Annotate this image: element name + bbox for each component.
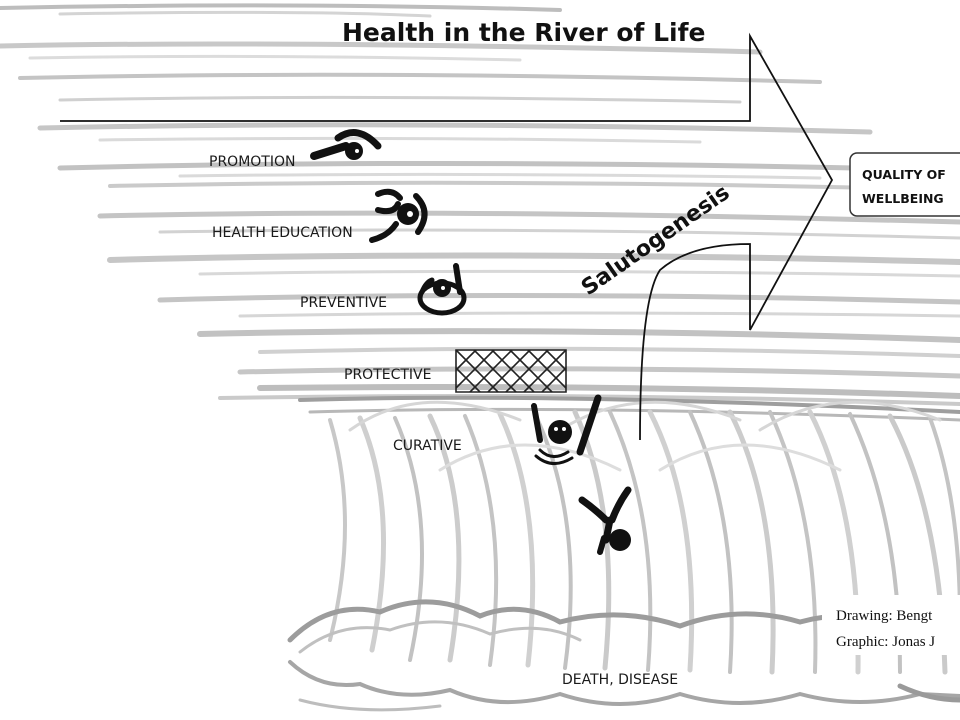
- level-label-promotion: PROMOTION: [209, 154, 295, 170]
- level-label-death-disease: DEATH, DISEASE: [562, 672, 678, 688]
- level-label-curative: CURATIVE: [393, 438, 462, 454]
- swimmer-health-education-icon: [369, 188, 428, 243]
- credits: Drawing: Bengt Graphic: Jonas J: [822, 595, 960, 655]
- swimmer-preventive-icon: [417, 263, 467, 316]
- falling-person-icon: [578, 486, 632, 555]
- goal-line-1: QUALITY OF: [862, 167, 946, 182]
- salutogenesis-label: Salutogenesis: [577, 180, 734, 301]
- level-label-preventive: PREVENTIVE: [300, 295, 387, 311]
- goal-line-2: WELLBEING: [862, 191, 944, 206]
- safety-net-icon: [455, 349, 567, 393]
- swimmer-curative-icon: [531, 394, 602, 465]
- level-label-health-education: HEALTH EDUCATION: [212, 225, 353, 241]
- swimmer-promotion-icon: [310, 129, 382, 160]
- salutogenesis-arrow: [60, 32, 834, 441]
- credit-drawing: Drawing: Bengt: [836, 608, 933, 624]
- quality-of-wellbeing-box: QUALITY OF WELLBEING: [849, 152, 960, 217]
- credit-graphic: Graphic: Jonas J: [836, 634, 935, 650]
- river-streaks: [0, 3, 960, 406]
- basin: [287, 599, 960, 712]
- diagram-title: Health in the River of Life: [342, 18, 705, 47]
- waterfall: [298, 395, 960, 675]
- level-label-protective: PROTECTIVE: [344, 367, 431, 383]
